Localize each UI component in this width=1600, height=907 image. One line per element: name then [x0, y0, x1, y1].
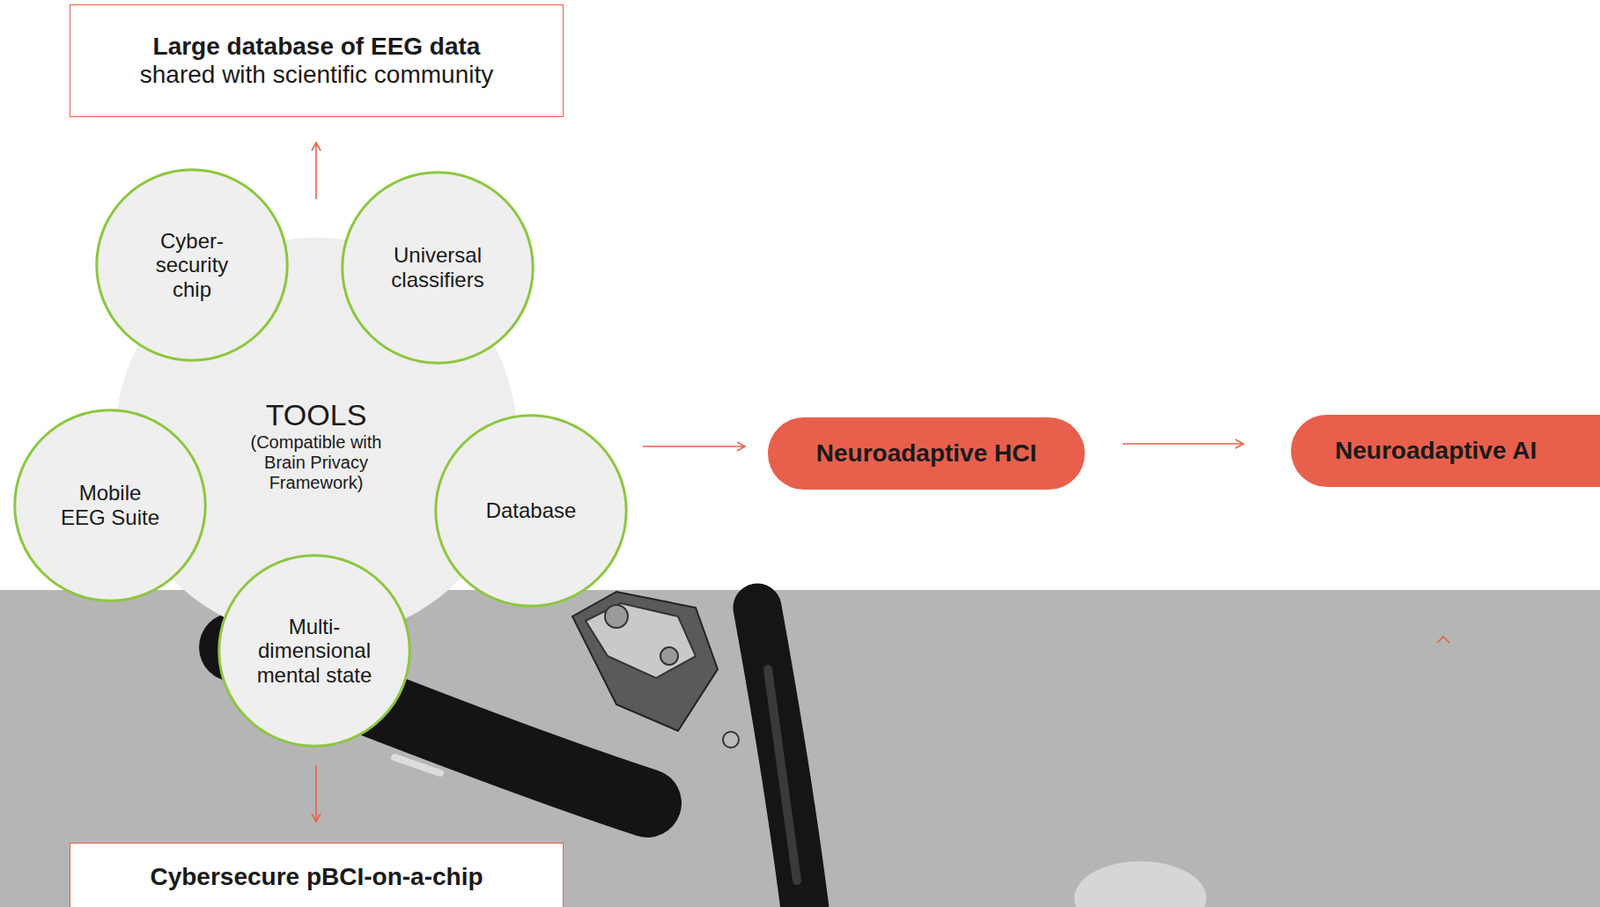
circle-shape: [342, 172, 533, 363]
text-group: Large database of EEG datashared with sc…: [140, 32, 494, 89]
output-box: Large database of EEG datashared with sc…: [69, 4, 564, 118]
circle-shape: [435, 415, 627, 606]
caret-mark: [1437, 636, 1450, 643]
node-label: Universal classifiers: [371, 243, 504, 292]
tools-circle: TOOLS(Compatible with Brain Privacy Fram…: [111, 234, 521, 643]
stage-pill: Neuroadaptive AI: [1290, 414, 1600, 487]
node-label: Cybersecure pBCI-on-a-chip: [149, 862, 483, 892]
node-label: TOOLS: [265, 398, 368, 433]
circle-shape: [14, 410, 206, 601]
stage-pill: Neuroadaptive HCI: [767, 417, 1085, 490]
node-label: Cyber- security chip: [139, 228, 245, 303]
node-subtext: (Compatible with Brain Privacy Framework…: [239, 432, 394, 494]
node-label: Large database of EEG data: [153, 32, 481, 61]
node-label: Mobile EEG Suite: [57, 480, 163, 530]
robot-joint: [572, 591, 718, 731]
text-group: Neuroadaptive HCI: [816, 439, 1038, 468]
joint-screw: [722, 731, 739, 748]
tool-circle: Universal classifiers: [340, 170, 535, 365]
text-group: Cyber- security chip: [139, 228, 245, 303]
human-thumb: [1074, 861, 1207, 907]
text-group: Multi- dimensional mental state: [248, 614, 381, 688]
flow-arrow: [1122, 442, 1244, 445]
node-label: Database: [486, 498, 577, 524]
circle-shape: [96, 169, 288, 361]
robot-finger: [757, 607, 806, 907]
joint-screw: [660, 647, 679, 665]
node-label: Neuroadaptive AI: [1334, 436, 1537, 465]
flow-arrow: [315, 142, 318, 200]
tool-circle: Database: [434, 413, 628, 608]
text-group: Cybersecure pBCI-on-a-chip: [149, 862, 483, 892]
text-group: Mobile EEG Suite: [57, 480, 163, 530]
text-group: Database: [464, 498, 598, 524]
finger-detail: [767, 669, 797, 881]
finger-highlight: [394, 757, 441, 774]
output-box: Cybersecure pBCI-on-a-chip: [69, 842, 564, 907]
tool-circle: Mobile EEG Suite: [13, 408, 207, 603]
joint-screw: [604, 604, 628, 628]
text-group: Universal classifiers: [371, 243, 504, 292]
node-label: Multi- dimensional mental state: [248, 614, 381, 688]
text-group: Neuroadaptive AI: [1334, 436, 1537, 465]
tool-circle: Cyber- security chip: [95, 168, 289, 362]
flow-arrow: [315, 765, 318, 822]
node-subtext: shared with scientific community: [140, 60, 494, 89]
circle-shape: [219, 555, 410, 746]
joint-plate: [585, 603, 696, 679]
node-label: Neuroadaptive HCI: [816, 439, 1038, 468]
flow-arrow: [642, 445, 745, 448]
tool-circle: Multi- dimensional mental state: [217, 553, 412, 748]
text-group: TOOLS(Compatible with Brain Privacy Fram…: [239, 398, 394, 494]
